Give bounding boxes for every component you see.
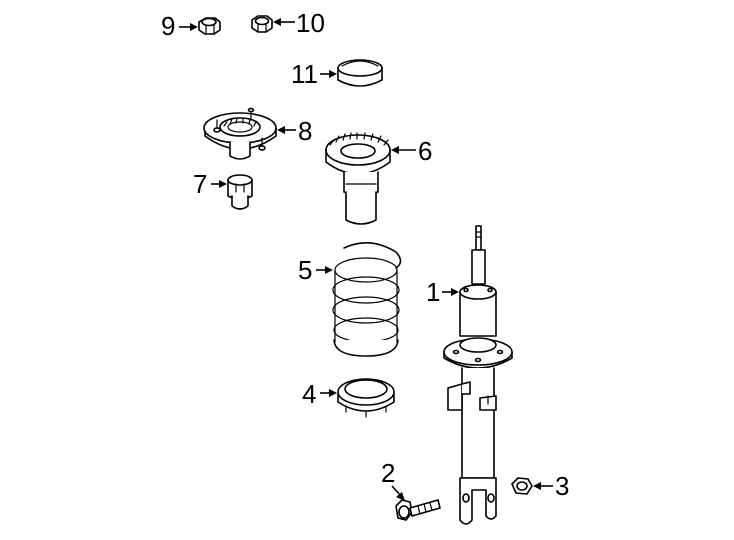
svg-text:6: 6	[418, 136, 432, 166]
part-3-nut[interactable]	[511, 477, 533, 495]
callout-5: 5	[298, 255, 333, 285]
part-10-nut[interactable]	[251, 15, 273, 33]
callout-2: 2	[381, 458, 405, 501]
callout-4: 4	[302, 379, 337, 409]
callout-7: 7	[193, 169, 227, 199]
svg-text:1: 1	[426, 277, 440, 307]
svg-text:11: 11	[291, 59, 318, 89]
callout-10: 10	[273, 8, 325, 38]
callout-11: 11	[291, 59, 337, 89]
callout-3: 3	[533, 471, 569, 501]
svg-text:4: 4	[302, 379, 316, 409]
part-9-nut[interactable]	[198, 17, 221, 35]
svg-text:10: 10	[296, 8, 325, 38]
part-1-shock-absorber[interactable]	[443, 225, 513, 525]
part-4-lower-seat[interactable]	[337, 378, 395, 418]
callout-6: 6	[391, 136, 432, 166]
part-7-bump-stop[interactable]	[227, 174, 253, 210]
part-6-spring-seat[interactable]	[325, 132, 391, 225]
part-2-bolt[interactable]	[395, 499, 441, 521]
svg-text:7: 7	[193, 169, 207, 199]
svg-text:2: 2	[381, 458, 395, 488]
callout-1: 1	[426, 277, 459, 307]
part-5-coil-spring[interactable]	[332, 242, 402, 357]
part-11-cap[interactable]	[337, 59, 383, 87]
svg-text:3: 3	[555, 471, 569, 501]
svg-text:9: 9	[161, 11, 175, 41]
part-8-strut-mount[interactable]	[203, 107, 277, 160]
callout-8: 8	[277, 116, 312, 146]
svg-text:5: 5	[298, 255, 312, 285]
svg-text:8: 8	[298, 116, 312, 146]
callout-9: 9	[161, 11, 198, 41]
